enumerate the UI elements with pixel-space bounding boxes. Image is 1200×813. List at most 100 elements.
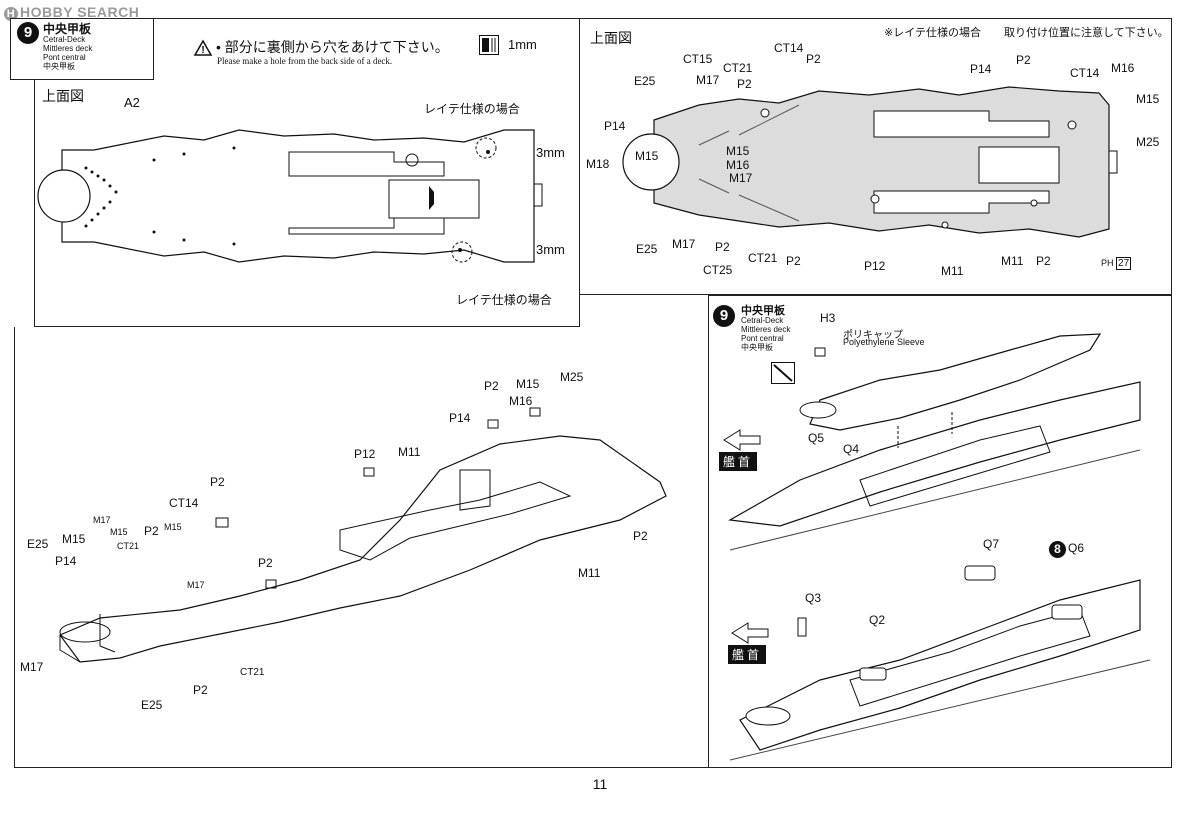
svg-text:!: ! <box>201 45 204 56</box>
note-position: 取り付け位置に注意して下さい。 <box>1004 27 1169 39</box>
as-m15-d: M15 <box>62 532 86 546</box>
as-p2-b: P2 <box>210 475 225 489</box>
right-title-cn: 中央甲板 <box>741 343 773 352</box>
q5: Q5 <box>808 431 825 445</box>
as-p14-b: P14 <box>55 554 77 568</box>
ship-assembly-upper <box>728 333 1141 551</box>
no-glue-icon <box>771 362 795 384</box>
right-title-it: Pont central <box>741 334 784 343</box>
as-e25-a: E25 <box>27 537 49 551</box>
as-m11-b: M11 <box>578 566 601 580</box>
step-title-fr: Mittleres deck <box>43 44 93 53</box>
rt-e25-top: E25 <box>634 74 656 88</box>
deck-top-view-right <box>622 86 1118 238</box>
rt-m25: M25 <box>1136 135 1160 149</box>
leyte-case-bottom: レイテ仕様の場合 <box>456 293 552 307</box>
top-view-left-title: 上面図 <box>42 88 84 104</box>
rt-p2-a: P2 <box>806 52 821 66</box>
as-m15-c: M15 <box>164 522 182 532</box>
drill-icon <box>479 35 499 55</box>
bow-arrow-1 <box>723 429 761 451</box>
as-p2-e: P2 <box>633 529 648 543</box>
ph-label: PH <box>1101 258 1114 268</box>
q3: Q3 <box>805 591 822 605</box>
rt-p2-b: P2 <box>737 77 752 91</box>
deck-top-view-left <box>37 129 543 263</box>
warning-icon: ! <box>193 39 213 56</box>
rt-m18: M18 <box>586 157 610 171</box>
q4: Q4 <box>843 442 860 456</box>
rt-p2-e: P2 <box>1036 254 1051 268</box>
right-h3: H3 <box>820 311 836 325</box>
notice-en: Please make a hole from the back side of… <box>217 56 393 66</box>
rt-ct14-right: CT14 <box>1070 66 1100 80</box>
rt-m16-right: M16 <box>1111 61 1135 75</box>
step8-badge: 8 <box>1049 541 1066 558</box>
bow-label-1: 艦首 <box>719 452 758 471</box>
rt-e25-bottom: E25 <box>636 242 658 256</box>
right-title-fr: Mittleres deck <box>741 325 791 334</box>
as-p12: P12 <box>354 447 376 461</box>
poly-en: Polyethylene Sleeve <box>843 337 925 347</box>
rt-ct25: CT25 <box>703 263 733 277</box>
dim-bottom: 3mm <box>536 242 565 257</box>
as-p2-a: P2 <box>484 379 499 393</box>
as-m15-b: M15 <box>110 527 128 537</box>
as-p2-c: P2 <box>144 524 159 538</box>
rt-ct14: CT14 <box>774 41 804 55</box>
step-title-jp: 中央甲板 <box>43 22 92 36</box>
step-title-de: Cetral-Deck <box>43 35 86 44</box>
as-p2-f: P2 <box>193 683 208 697</box>
page-number: 11 <box>592 776 608 792</box>
bow-arrow-2 <box>731 622 769 644</box>
rt-p2-d: P2 <box>786 254 801 268</box>
bow-label-2: 艦首 <box>728 645 767 664</box>
right-title-jp: 中央甲板 <box>741 305 785 317</box>
dim-top: 3mm <box>536 145 565 160</box>
rt-ph-ref: PH 27 <box>1101 257 1132 270</box>
rt-m15-left: M15 <box>635 149 659 163</box>
step-title-it: Pont central <box>43 53 86 62</box>
top-view-right-panel <box>579 18 1172 295</box>
rt-p12: P12 <box>864 259 886 273</box>
ph-number: 27 <box>1116 257 1132 270</box>
right-step-number: 9 <box>713 305 735 327</box>
rt-m17-top: M17 <box>696 73 720 87</box>
q7: Q7 <box>983 537 1000 551</box>
note-leyte: ※レイテ仕様の場合 <box>884 27 981 39</box>
step-number: 9 <box>17 22 39 44</box>
rt-m11-b: M11 <box>1001 254 1024 268</box>
part-a2-label: A2 <box>124 95 140 110</box>
rt-p2-c: P2 <box>715 240 730 254</box>
rt-m17-mid: M17 <box>729 171 753 185</box>
top-view-right-title: 上面図 <box>590 30 632 46</box>
rt-p2-top-right: P2 <box>1016 53 1031 67</box>
rt-m16-mid: M16 <box>726 158 750 172</box>
drill-size: 1mm <box>508 37 537 52</box>
poly-jp: ポリキャップ <box>843 330 903 341</box>
step-title-cn: 中央甲板 <box>43 62 75 71</box>
as-m16: M16 <box>509 394 533 408</box>
rt-p14-left: P14 <box>604 119 626 133</box>
notice-jp: • 部分に裏側から穴をあけて下さい。 <box>216 39 449 55</box>
rt-m11-a: M11 <box>941 264 964 278</box>
as-m25: M25 <box>560 370 584 384</box>
as-m17-b: M17 <box>187 580 205 590</box>
rt-m15-mid: M15 <box>726 144 750 158</box>
assembly-left-panel <box>14 327 708 768</box>
right-assembly-panel <box>708 295 1172 768</box>
rt-ct15: CT15 <box>683 52 713 66</box>
leyte-case-top: レイテ仕様の場合 <box>424 102 520 116</box>
as-e25-b: E25 <box>141 698 163 712</box>
as-m17-c: M17 <box>20 660 44 674</box>
as-p2-d: P2 <box>258 556 273 570</box>
q6: Q6 <box>1068 541 1085 555</box>
as-ct14: CT14 <box>169 496 199 510</box>
rt-ct21-bottom: CT21 <box>748 251 778 265</box>
as-ct21-a: CT21 <box>117 541 140 551</box>
deck-assembly-drawing <box>59 407 667 663</box>
rt-m15-right: M15 <box>1136 92 1160 106</box>
rt-p14-right: P14 <box>970 62 992 76</box>
as-m15-a: M15 <box>516 377 540 391</box>
